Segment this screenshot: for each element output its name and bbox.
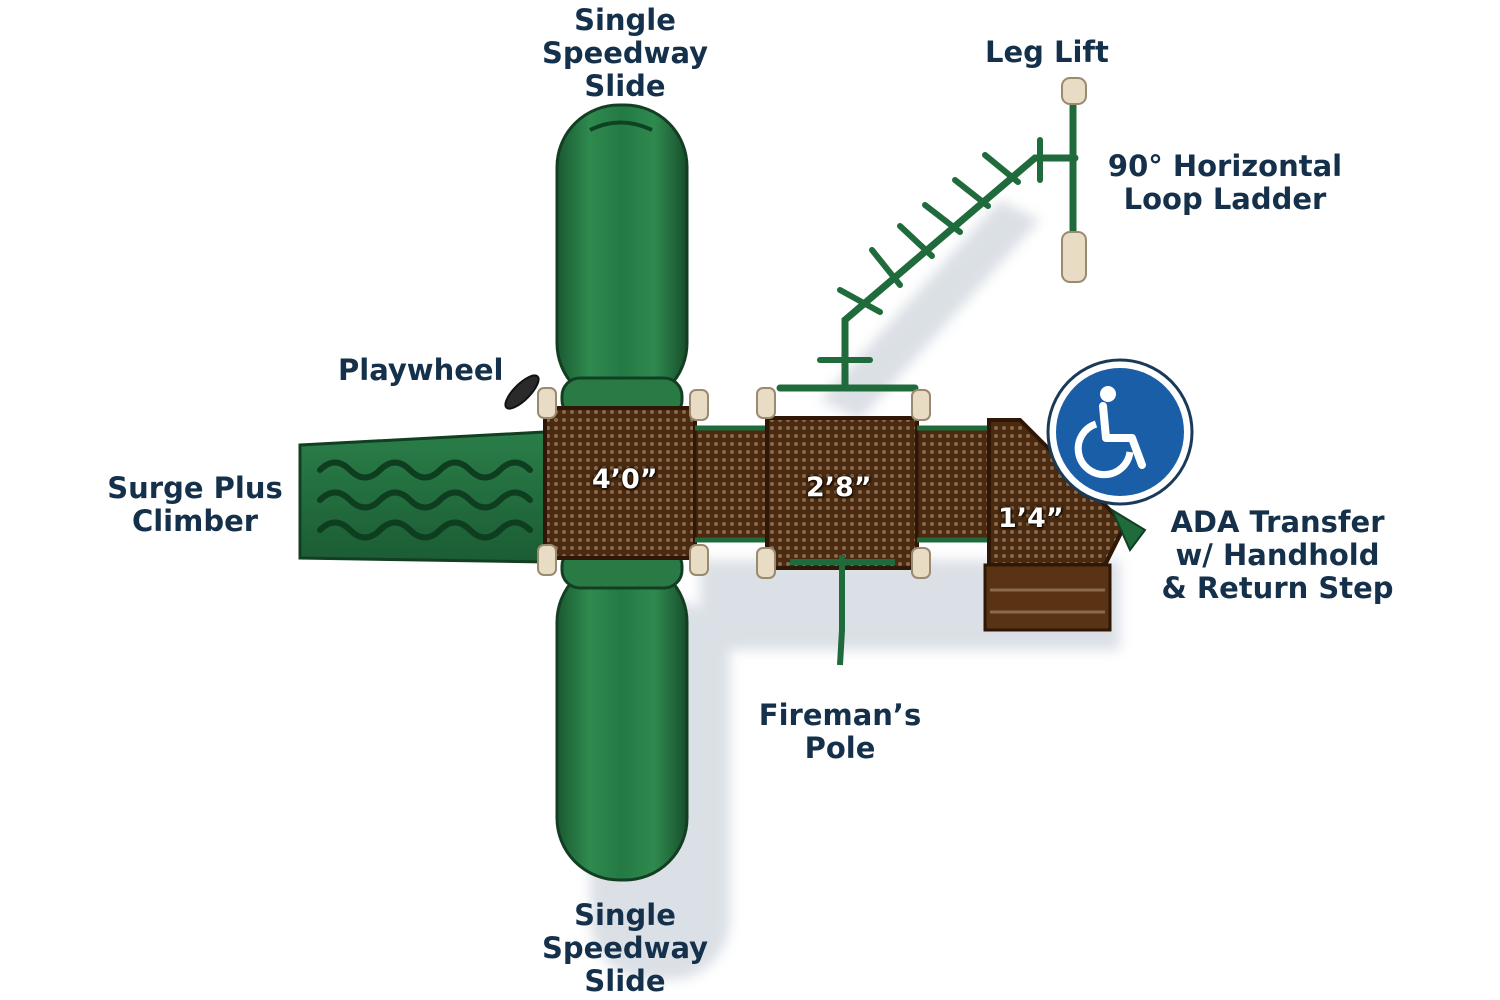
label-surge-plus-climber: Surge Plus Climber [107,471,283,538]
bridge-bc [915,425,991,543]
label-single-speedway-slide-bottom: Single Speedway Slide [541,898,709,998]
playwheel [504,374,540,410]
horizontal-loop-ladder [776,86,1079,392]
single-speedway-slide-bottom [555,546,689,882]
label-leg-lift: Leg Lift [985,35,1109,69]
label-loop-ladder: 90° Horizontal Loop Ladder [1107,149,1343,216]
deck-height-a: 4’0” [592,464,658,495]
surge-plus-climber [298,430,547,564]
posts [537,387,931,579]
label-ada-transfer: ADA Transfer w/ Handhold & Return Step [1161,505,1394,605]
deck-b [765,416,919,570]
ada-transfer-deck [983,418,1147,632]
bridge-ab [693,425,769,543]
deck-height-b: 2’8” [806,472,872,503]
label-playwheel: Playwheel [338,353,504,387]
label-single-speedway-slide-top: Single Speedway Slide [541,3,709,103]
single-speedway-slide-top [555,103,689,420]
wheelchair-accessibility-icon [1046,358,1194,506]
deck-height-c: 1’4” [998,503,1064,534]
climber-ridges [317,459,533,541]
deck-a [543,406,697,560]
firemans-pole [790,555,895,666]
handhold [1109,507,1147,552]
label-firemans-pole: Fireman’s Pole [758,698,922,765]
leg-lift [1061,77,1087,283]
